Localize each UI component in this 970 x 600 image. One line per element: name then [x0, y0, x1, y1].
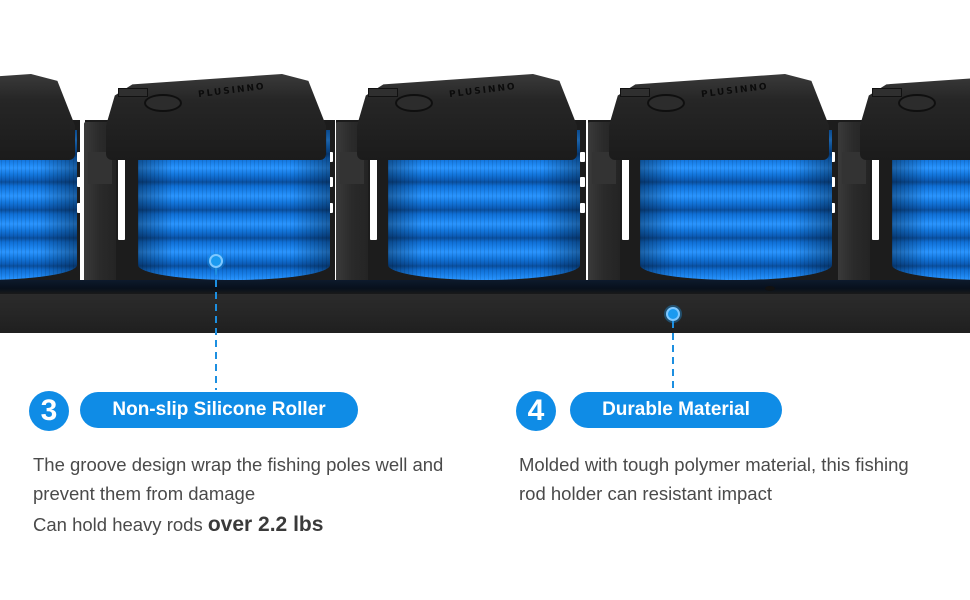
cap-button — [647, 94, 685, 112]
roller-cap — [0, 74, 75, 160]
feature-title: Non-slip Silicone Roller — [80, 392, 358, 428]
capacity-line: Can hold heavy rods over 2.2 lbs — [33, 513, 324, 536]
side-bracket — [838, 122, 870, 282]
feature-title: Durable Material — [570, 392, 782, 428]
feature-description: Molded with tough polymer material, this… — [519, 454, 909, 504]
base-rail — [0, 294, 970, 333]
cap-button — [144, 94, 182, 112]
rail-top-edge — [0, 280, 970, 294]
cap-button — [898, 94, 936, 112]
cap-button — [395, 94, 433, 112]
feature-number-badge: 3 — [29, 391, 69, 431]
roller-cap — [860, 74, 970, 160]
feature-description: The groove design wrap the fishing poles… — [33, 450, 493, 539]
callout-marker-3 — [209, 254, 223, 268]
capacity-value: over 2.2 lbs — [207, 513, 324, 536]
callout-line-3 — [215, 268, 217, 390]
feature-number-badge: 4 — [516, 391, 556, 431]
callout-line-4 — [672, 321, 674, 391]
product-image: PLUSINNO PLUSINNO PLUSINNO — [0, 74, 970, 333]
callout-marker-4 — [666, 307, 680, 321]
